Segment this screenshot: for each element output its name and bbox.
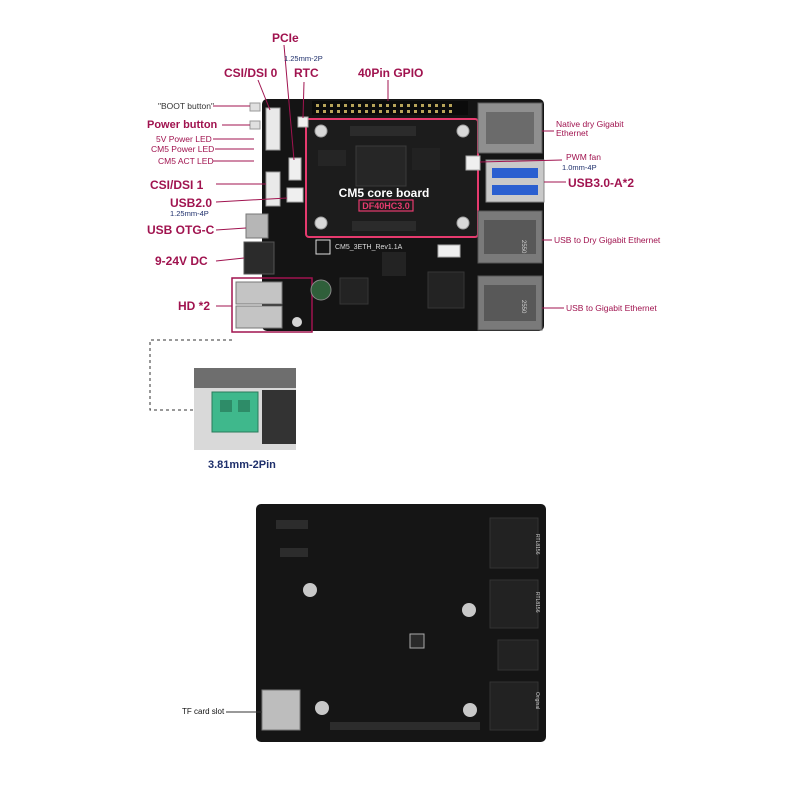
label-hd: HD *2	[178, 299, 211, 313]
bottom-pcb	[256, 504, 546, 742]
boot-button	[249, 102, 261, 112]
core-mount-bl	[314, 216, 328, 230]
bottom-mount-2	[462, 603, 476, 617]
leader-lines	[213, 44, 566, 309]
csi-dsi-0-connector	[265, 107, 281, 151]
label-native-eth: Native dry Gigabit Ethernet	[556, 119, 624, 139]
label-dc-in: 9-24V DC	[155, 254, 208, 268]
core-mount-tr	[456, 124, 470, 138]
bottom-mount-4	[463, 703, 477, 717]
board-logo	[315, 239, 331, 255]
dc-jack	[243, 241, 275, 275]
label-gpio: 40Pin GPIO	[358, 66, 424, 80]
hdmi-port-2	[235, 305, 283, 329]
label-boot-button: "BOOT button"	[158, 101, 214, 111]
bottom-port-4	[489, 681, 539, 731]
bottom-gpio-pads	[330, 722, 480, 730]
mount-hole-bl	[292, 317, 302, 327]
label-pwm-fan-note: 1.0mm-4P	[562, 163, 597, 172]
gpio-pins	[316, 104, 452, 113]
bottom-connector-row-1	[276, 520, 308, 529]
dry-eth-port-opening	[484, 220, 536, 254]
label-pwm-fan: PWM fan	[566, 152, 601, 162]
bottom-port-3	[497, 639, 539, 671]
core-chip-3	[318, 150, 346, 166]
label-usb2: USB2.0	[170, 196, 213, 210]
core-connector-2	[352, 221, 416, 231]
label-usb2-note: 1.25mm-4P	[170, 209, 209, 218]
core-mount-tl	[314, 124, 328, 138]
label-csi-dsi-1: CSI/DSI 1	[150, 178, 204, 192]
core-title: CM5 core board	[339, 186, 430, 200]
label-usb-dry-eth: USB to Dry Gigabit Ethernet	[554, 235, 661, 245]
inset-dashed-line	[149, 339, 232, 411]
label-rtc: RTC	[294, 66, 319, 80]
label-pcie: PCIe	[272, 31, 299, 45]
bottom-chip-text-3: Original	[534, 692, 540, 709]
bottom-port-2	[489, 579, 539, 629]
usb-eth-chip-1	[427, 271, 465, 309]
inset-caption: 3.81mm-2Pin	[208, 459, 276, 471]
core-model-box	[358, 199, 414, 212]
bottom-mount-1	[303, 583, 317, 597]
core-chip-2	[412, 148, 440, 170]
label-usb-otg: USB OTG-C	[147, 223, 215, 237]
label-usb3: USB3.0-A*2	[568, 176, 635, 190]
bottom-port-1	[489, 517, 539, 569]
native-eth-port-opening	[486, 112, 534, 144]
label-tf-card-slot: TF card slot	[182, 707, 225, 716]
usb-otg-port	[245, 213, 269, 239]
core-model: DF40HC3.0	[362, 201, 410, 211]
terminal-block-screw-2	[238, 400, 250, 412]
label-pcie-note: 1.25mm-2P	[284, 54, 323, 63]
core-connector-1	[350, 126, 416, 136]
terminal-block-screw-1	[220, 400, 232, 412]
tf-card-slot	[261, 689, 301, 731]
label-cm5-power-led: CM5 Power LED	[151, 144, 215, 154]
bottom-mount-3	[315, 701, 329, 715]
pwm-fan-connector	[465, 155, 481, 171]
power-button	[249, 120, 261, 130]
board-silkscreen: CM5_3ETH_Rev1.1A	[335, 244, 403, 251]
label-cm5-act-led: CM5 ACT LED	[158, 156, 214, 166]
usb3-port	[485, 159, 545, 203]
label-usb-eth: USB to Gigabit Ethernet	[566, 303, 657, 313]
fan-header-2	[437, 244, 461, 258]
label-power-button: Power button	[147, 119, 218, 131]
usb-hub-chip	[339, 277, 369, 305]
terminal-block	[211, 391, 259, 433]
inset-photo-top	[194, 368, 296, 388]
capacitor	[310, 279, 332, 301]
eth-port-text-1: 2550	[520, 240, 526, 254]
hd-highlight-box	[231, 277, 313, 333]
label-5v-power-led: 5V Power LED	[156, 134, 212, 144]
rtc-connector	[297, 116, 309, 128]
bottom-chip-text-2: RTL8156	[534, 592, 540, 613]
core-mount-br	[456, 216, 470, 230]
core-soc-chip	[355, 145, 407, 187]
gig-eth-port-opening	[484, 285, 536, 321]
label-csi-dsi-0: CSI/DSI 0	[224, 66, 278, 80]
hdmi-port-1	[235, 281, 283, 305]
csi-dsi-1-connector	[265, 171, 281, 207]
usb3-port-tongue-1	[492, 168, 538, 178]
usb3-port-tongue-2	[492, 185, 538, 195]
usb2-connector	[286, 187, 304, 203]
inset-photo-board	[262, 390, 296, 444]
bottom-center-chip	[409, 633, 425, 649]
pcie-connector	[288, 157, 302, 181]
bottom-connector-row-2	[280, 548, 308, 557]
eth-port-text-2: 2550	[520, 300, 526, 314]
usb-eth-chip-2	[382, 252, 406, 276]
bottom-chip-text-1: RTL8156	[534, 534, 540, 555]
